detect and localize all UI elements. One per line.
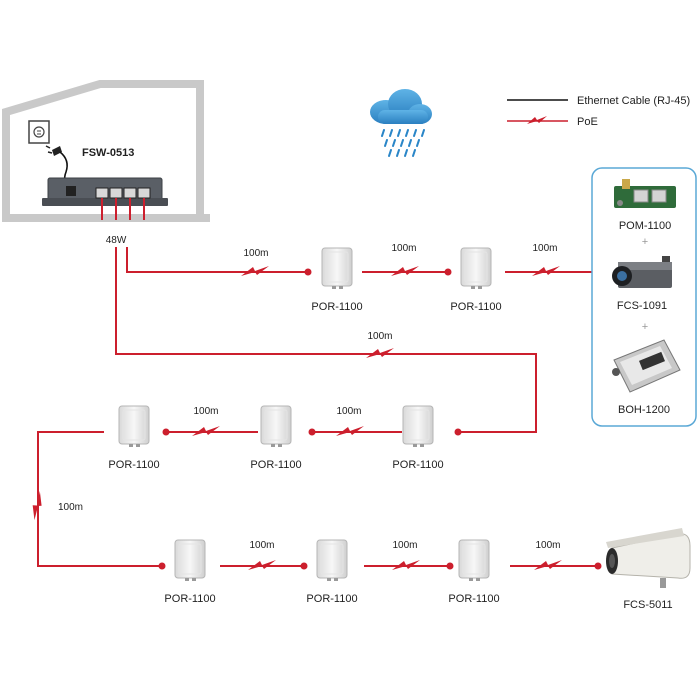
por-1100-unit: [260, 405, 292, 448]
distance-label: 100m: [243, 248, 268, 259]
poe-switch: [42, 177, 168, 206]
pom-board-icon: [614, 179, 676, 208]
camera-kit-panel: POM-1100 + FCS-1091 + BOH-1200: [591, 167, 697, 427]
ethernet-legend-label: Ethernet Cable (RJ-45): [577, 95, 690, 107]
por-label: POR-1100: [392, 459, 443, 471]
switch-label: FSW-0513: [82, 147, 134, 159]
housing-icon: [612, 339, 681, 393]
por-1100-unit: [316, 539, 348, 582]
distance-label: 100m: [58, 502, 83, 513]
poe-bolts: [32, 266, 562, 570]
rain-cloud-icon: [370, 89, 432, 157]
legend: Ethernet Cable (RJ-45) PoE: [507, 95, 690, 128]
poe-legend-label: PoE: [577, 116, 598, 128]
distance-label: 100m: [391, 243, 416, 254]
plus-sign: +: [642, 236, 648, 248]
poe-cables: [37, 198, 598, 567]
por-1100-unit: [118, 405, 150, 448]
por-label: POR-1100: [448, 593, 499, 605]
por-1100-unit: [402, 405, 434, 448]
distance-label: 100m: [392, 540, 417, 551]
box-camera-icon: [612, 256, 672, 288]
poe-legend-bolt: [527, 116, 547, 124]
distance-label: 100m: [535, 540, 560, 551]
connection-dots: [158, 268, 602, 570]
power-budget-label: 48W: [106, 235, 127, 246]
por-labels: POR-1100 POR-1100 POR-1100 POR-1100 POR-…: [108, 301, 501, 605]
por-label: POR-1100: [250, 459, 301, 471]
wall-outlet-icon: [28, 120, 50, 144]
plus-sign: +: [642, 321, 648, 333]
fcs-5011-label: FCS-5011: [623, 599, 672, 611]
por-1100-unit: [174, 539, 206, 582]
distance-labels: 100m 100m 100m 100m 100m 100m 100m 100m …: [58, 243, 561, 551]
por-label: POR-1100: [311, 301, 362, 313]
bullet-camera-icon: [606, 528, 691, 588]
distance-label: 100m: [336, 406, 361, 417]
por-label: POR-1100: [108, 459, 159, 471]
fcs-1091-label: FCS-1091: [617, 300, 667, 312]
por-label: POR-1100: [164, 593, 215, 605]
pom-label: POM-1100: [619, 220, 671, 232]
por-units: [118, 247, 492, 582]
por-label: POR-1100: [450, 301, 501, 313]
por-1100-unit: [458, 539, 490, 582]
distance-label: 100m: [193, 406, 218, 417]
building-outline: [2, 80, 210, 222]
boh-label: BOH-1200: [618, 404, 670, 416]
distance-label: 100m: [532, 243, 557, 254]
por-1100-unit: [321, 247, 353, 290]
por-1100-unit: [460, 247, 492, 290]
distance-label: 100m: [249, 540, 274, 551]
distance-label: 100m: [367, 331, 392, 342]
por-label: POR-1100: [306, 593, 357, 605]
